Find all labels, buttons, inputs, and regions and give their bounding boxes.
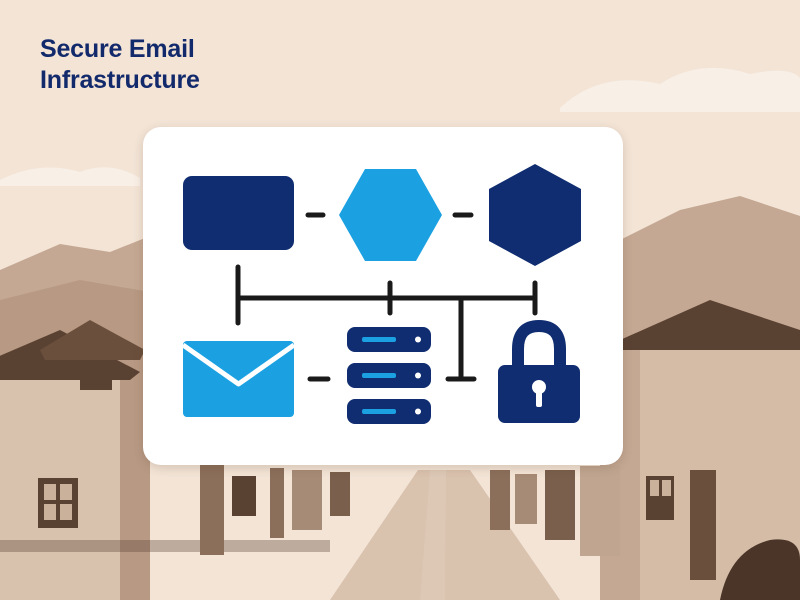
envelope-icon bbox=[181, 341, 296, 417]
hexagon-node bbox=[339, 169, 442, 261]
diagram-card bbox=[143, 127, 623, 465]
houses-right bbox=[490, 300, 800, 600]
box-node bbox=[183, 176, 294, 250]
server-stack-icon bbox=[347, 327, 431, 424]
padlock-icon bbox=[498, 319, 580, 423]
hexagon-node-dark bbox=[489, 164, 581, 266]
title-line-2: Infrastructure bbox=[40, 66, 200, 94]
clouds bbox=[0, 67, 800, 186]
connectors bbox=[235, 212, 538, 382]
title-line-1: Secure Email bbox=[40, 35, 195, 63]
infrastructure-diagram bbox=[181, 164, 581, 424]
road bbox=[330, 470, 560, 600]
page-title: Secure Email Infrastructure bbox=[40, 34, 200, 96]
houses-left bbox=[0, 320, 350, 600]
